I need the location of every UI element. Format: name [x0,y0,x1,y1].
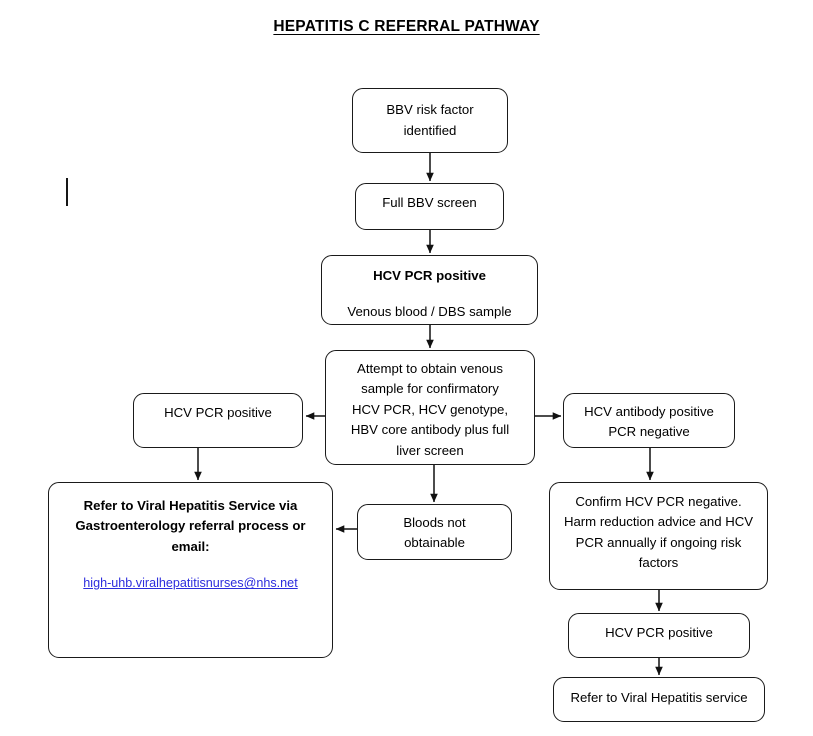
node-refer-line1: Refer to Viral Hepatitis Service via [83,498,298,513]
node-refer-service-bottom-line1: Refer to Viral Hepatitis service [570,690,748,705]
node-refer-line3: email: [171,538,210,554]
node-confirm-negative-line1: Confirm HCV PCR negative. [575,494,742,509]
node-hcv-pcr-positive-left-line1: HCV PCR positive [164,405,272,420]
node-confirm-hcv-pcr-negative[interactable]: Confirm HCV PCR negative. Harm reduction… [549,482,768,590]
node-attempt-venous-sample-line5: liver screen [396,442,464,458]
viral-hepatitis-nurses-email-link[interactable]: high-uhb.viralhepatitisnurses@nhs.net [83,576,298,591]
node-bbv-risk-factor-line1: BBV risk factor [386,102,474,118]
node-bloods-not-obtainable-line1: Bloods not [403,515,466,530]
node-full-bbv-screen[interactable]: Full BBV screen [355,183,504,230]
node-bbv-risk-factor[interactable]: BBV risk factor identified [352,88,508,153]
email-link-row: high-uhb.viralhepatitisnurses@nhs.net [49,573,332,594]
text-cursor-artifact [66,178,68,206]
node-attempt-venous-sample-line4: HBV core antibody plus full [350,422,510,438]
node-hcv-pcr-positive-left[interactable]: HCV PCR positive [133,393,303,448]
node-hcv-pcr-positive-top-line1: Venous blood / DBS sample [347,304,512,320]
node-hcv-antibody-positive-line1: HCV antibody positive [584,404,714,419]
node-bloods-not-obtainable[interactable]: Bloods not obtainable [357,504,512,560]
node-confirm-negative-line4: factors [638,555,679,571]
node-bloods-not-obtainable-line2: obtainable [404,535,465,551]
node-hcv-pcr-positive-bottom[interactable]: HCV PCR positive [568,613,750,658]
node-refer-line2: Gastroenterology referral process or [75,518,306,534]
node-attempt-venous-sample-line1: Attempt to obtain venous [357,361,503,376]
node-hcv-pcr-positive-bottom-line1: HCV PCR positive [605,625,713,640]
node-hcv-antibody-positive[interactable]: HCV antibody positive PCR negative [563,393,735,448]
node-hcv-pcr-positive-top-heading: HCV PCR positive [373,268,486,283]
node-attempt-venous-sample-line2: sample for confirmatory [361,381,499,397]
node-bbv-risk-factor-line2: identified [403,122,457,138]
node-refer-viral-hepatitis-service[interactable]: Refer to Viral Hepatitis Service via Gas… [48,482,333,658]
node-confirm-negative-line2: Harm reduction advice and HCV [563,514,754,530]
node-hcv-pcr-positive-top[interactable]: HCV PCR positive Venous blood / DBS samp… [321,255,538,325]
node-full-bbv-screen-line1: Full BBV screen [382,195,477,210]
node-attempt-venous-sample[interactable]: Attempt to obtain venous sample for conf… [325,350,535,465]
node-hcv-antibody-positive-line2: PCR negative [608,424,690,440]
node-refer-viral-hepatitis-service-bottom[interactable]: Refer to Viral Hepatitis service [553,677,765,722]
node-attempt-venous-sample-line3: HCV PCR, HCV genotype, [351,401,509,417]
page-title: HEPATITIS C REFERRAL PATHWAY [273,18,540,35]
node-confirm-negative-line3: PCR annually if ongoing risk [575,534,742,550]
